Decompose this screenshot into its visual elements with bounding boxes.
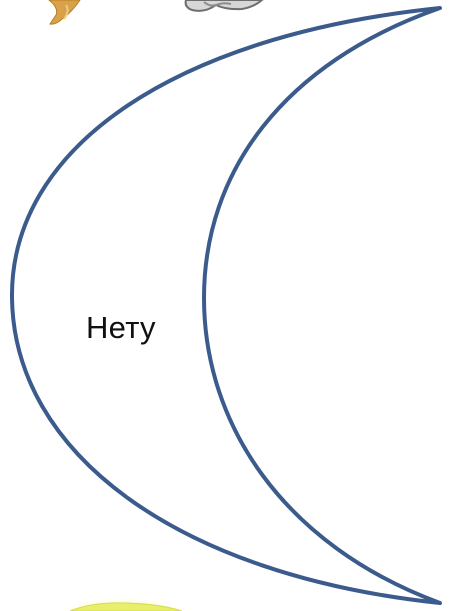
grey-fragment-shape <box>186 0 262 11</box>
crescent-shape <box>12 8 440 603</box>
clipart-fragment-bottom-yellow <box>64 598 182 611</box>
clipart-fragment-top-grey <box>186 0 262 11</box>
orange-fragment-shape <box>49 0 80 24</box>
crescent-label: Нету <box>86 310 156 346</box>
clipart-fragment-top-left <box>49 0 80 24</box>
